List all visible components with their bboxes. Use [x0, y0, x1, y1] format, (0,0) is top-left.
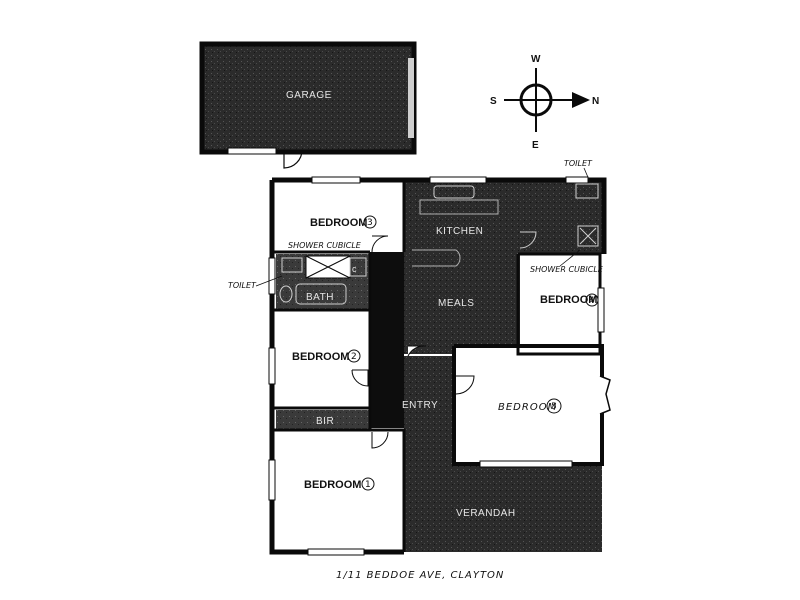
compass: W S N E — [490, 54, 599, 151]
bedroom3-label: BEDROOM — [310, 217, 367, 229]
bedroom4-room — [520, 256, 600, 354]
sink-icon — [433, 185, 475, 199]
verandah-label: VERANDAH — [456, 508, 516, 519]
hallway — [370, 252, 404, 428]
bedroom5-room — [456, 348, 600, 462]
bedroom1-label: BEDROOM — [304, 479, 361, 491]
garage-side-door — [283, 149, 303, 169]
shower-right-label: SHOWER CUBICLE — [530, 265, 604, 274]
address-label: 1/11 BEDDOE AVE, CLAYTON — [336, 570, 504, 581]
bedroom4-label: BEDROOM — [540, 294, 597, 306]
bedroom2-label: BEDROOM — [292, 351, 349, 363]
bedroom4-num: 4 — [589, 296, 595, 306]
garage-label: GARAGE — [286, 90, 332, 101]
entry-label: ENTRY — [402, 400, 438, 411]
kitchen-meals-area — [404, 182, 520, 354]
bedroom1-num: 1 — [365, 480, 371, 490]
bedroom5-label: BEDROOM — [498, 402, 557, 413]
house: c — [268, 176, 611, 556]
bedroom2-room — [276, 312, 370, 408]
garage-window — [227, 147, 277, 155]
entry-area — [404, 356, 454, 430]
meals-label: MEALS — [438, 298, 474, 309]
toilet-top-label: TOILET — [564, 159, 593, 168]
toilet-top-icon — [575, 183, 599, 199]
compass-s: S — [490, 96, 497, 107]
compass-e: E — [532, 140, 539, 151]
bedroom3-num: 3 — [367, 218, 373, 228]
north-arrow-icon — [572, 92, 590, 108]
bir-label: BIR — [316, 416, 334, 427]
svg-text:c: c — [352, 264, 357, 274]
toilet-left-icon — [279, 285, 293, 303]
compass-w: W — [531, 54, 541, 65]
garage: GARAGE — [199, 41, 417, 169]
compass-n: N — [592, 96, 599, 107]
bir-area — [276, 410, 370, 430]
kitchen-label: KITCHEN — [436, 226, 483, 237]
bedroom5-num: 5 — [551, 402, 557, 412]
toilet-left-label: TOILET — [228, 281, 257, 290]
bedroom1-room — [276, 432, 404, 548]
bath-icon — [295, 283, 347, 305]
garage-door — [408, 58, 414, 138]
bedroom3-room — [276, 184, 404, 252]
bedroom2-num: 2 — [351, 352, 357, 362]
bath-label: BATH — [306, 292, 334, 303]
toilet-shower-area — [520, 182, 602, 254]
shower-left-label: SHOWER CUBICLE — [288, 241, 362, 250]
